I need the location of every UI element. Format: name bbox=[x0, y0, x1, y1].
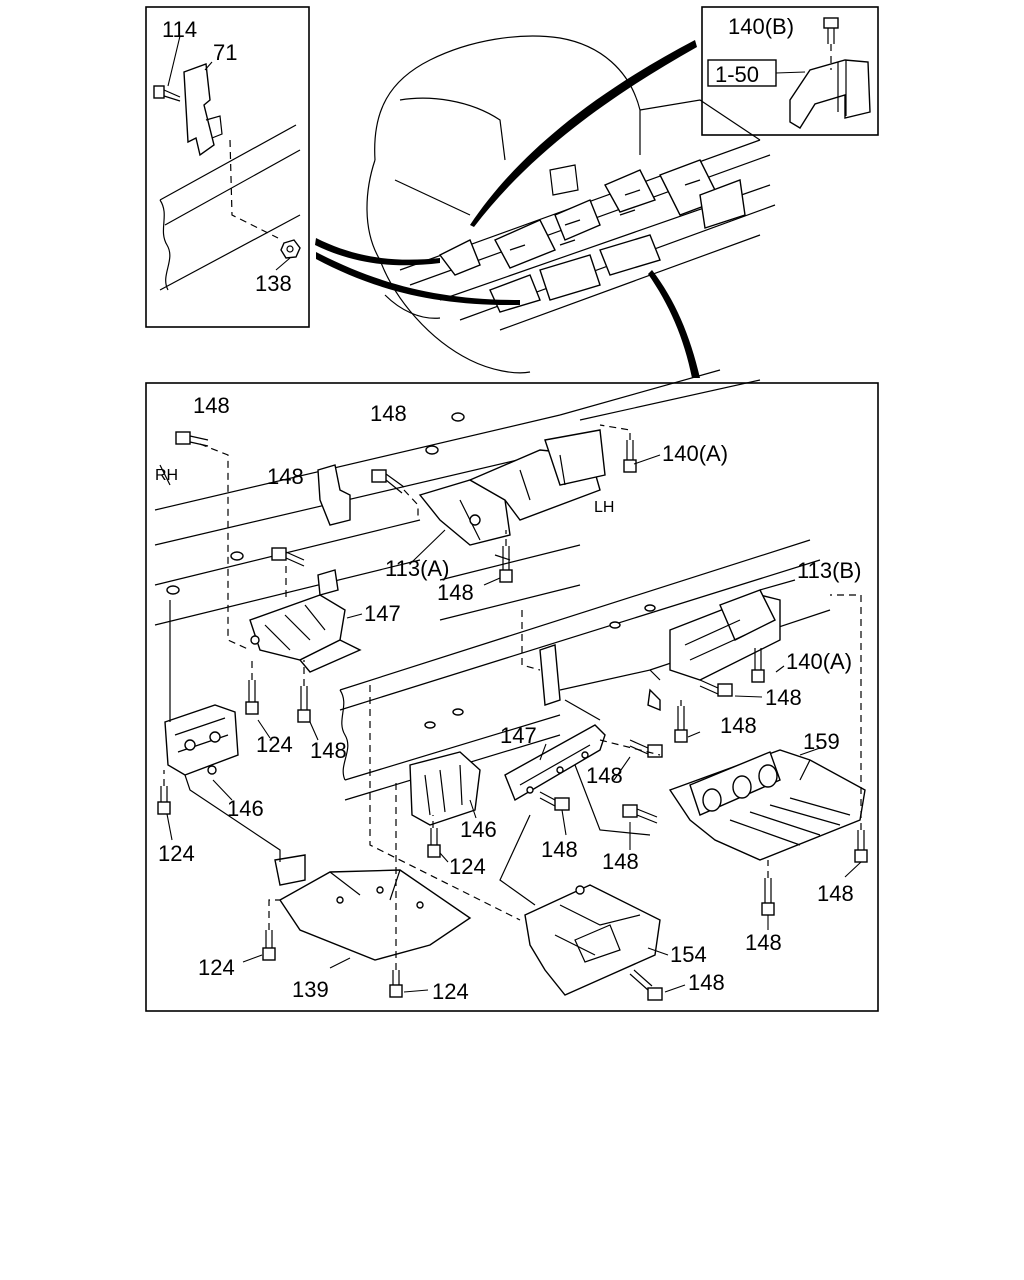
label-124: 124 bbox=[158, 841, 195, 866]
vehicle-overview bbox=[315, 35, 776, 378]
pointer-arc-2 bbox=[315, 238, 440, 266]
label-124: 124 bbox=[449, 854, 486, 879]
bracket-147-center bbox=[504, 644, 606, 802]
bolt-140b bbox=[823, 17, 839, 44]
label-148: 148 bbox=[688, 970, 725, 995]
bolt-148 bbox=[499, 546, 513, 583]
label-148: 148 bbox=[817, 881, 854, 906]
bolt-148 bbox=[371, 469, 405, 494]
label-114: 114 bbox=[162, 17, 197, 42]
label-148: 148 bbox=[437, 580, 474, 605]
frame-components bbox=[438, 159, 746, 313]
label-146: 146 bbox=[460, 817, 497, 842]
bracket-146-center bbox=[409, 751, 481, 826]
connector-lines bbox=[169, 554, 796, 906]
skid-plate-154 bbox=[524, 884, 661, 996]
label-139: 139 bbox=[292, 977, 329, 1002]
bolt-124 bbox=[245, 680, 259, 715]
label-147: 147 bbox=[500, 723, 537, 748]
bolt-148 bbox=[629, 739, 663, 758]
inset-detail-left: 114 71 138 bbox=[145, 6, 310, 328]
skid-plate-159 bbox=[668, 749, 866, 861]
inset-detail-right: 140(B) 1-50 bbox=[701, 6, 879, 136]
pointer-arc-1 bbox=[470, 40, 697, 227]
bolt-148 bbox=[297, 686, 311, 723]
label-148: 148 bbox=[765, 685, 802, 710]
rail-studs bbox=[166, 412, 656, 729]
bolt-114 bbox=[153, 85, 181, 102]
bolt-148 bbox=[622, 804, 658, 824]
bolt-124 bbox=[157, 786, 171, 815]
bolt-124 bbox=[389, 970, 403, 998]
bracket-113b bbox=[647, 589, 781, 712]
main-exploded-view: 148 148 148 140(A) RH LH 113(A) 148 147 … bbox=[145, 369, 879, 1012]
label-140a: 140(A) bbox=[662, 441, 728, 466]
label-147: 147 bbox=[364, 601, 401, 626]
label-148: 148 bbox=[370, 401, 407, 426]
label-124: 124 bbox=[256, 732, 293, 757]
label-148: 148 bbox=[193, 393, 230, 418]
label-146: 146 bbox=[227, 796, 264, 821]
bolt-140a bbox=[623, 440, 637, 473]
label-140b: 140(B) bbox=[728, 14, 794, 39]
label-140a: 140(A) bbox=[786, 649, 852, 674]
label-148: 148 bbox=[586, 763, 623, 788]
label-71: 71 bbox=[213, 40, 237, 65]
bolt-124 bbox=[262, 930, 276, 961]
reference-box bbox=[707, 59, 777, 87]
installation-lines bbox=[163, 424, 862, 970]
label-124: 124 bbox=[432, 979, 469, 1004]
bolt-140a bbox=[751, 648, 765, 683]
label-148: 148 bbox=[720, 713, 757, 738]
bolt-124 bbox=[427, 828, 441, 858]
bolts bbox=[157, 431, 868, 1001]
bolt-148 bbox=[699, 679, 733, 697]
label-154: 154 bbox=[670, 942, 707, 967]
label-159: 159 bbox=[803, 729, 840, 754]
bolt-148 bbox=[271, 547, 305, 567]
label-lh: LH bbox=[594, 499, 614, 516]
label-148: 148 bbox=[541, 837, 578, 862]
bracket-71 bbox=[183, 63, 215, 157]
bolt-148 bbox=[674, 706, 688, 743]
pointer-arc-4 bbox=[648, 270, 700, 378]
label-124: 124 bbox=[198, 955, 235, 980]
label-1-50: 1-50 bbox=[715, 62, 759, 87]
bolt-148 bbox=[539, 791, 570, 811]
skid-plate-139 bbox=[274, 854, 472, 961]
label-138: 138 bbox=[255, 271, 292, 296]
label-113a: 113(A) bbox=[385, 556, 449, 581]
nut-138 bbox=[280, 239, 301, 259]
leader-lines bbox=[166, 454, 862, 993]
bracket-113a bbox=[317, 429, 606, 546]
bolt-148 bbox=[629, 969, 663, 1001]
label-rh: RH bbox=[155, 467, 178, 484]
label-113b: 113(B) bbox=[797, 558, 861, 583]
label-148: 148 bbox=[745, 930, 782, 955]
label-148: 148 bbox=[310, 738, 347, 763]
label-148: 148 bbox=[602, 849, 639, 874]
bracket-147-left bbox=[249, 569, 362, 673]
label-148: 148 bbox=[267, 464, 304, 489]
bracket-146-left bbox=[164, 704, 239, 776]
pointer-arc-3 bbox=[316, 252, 520, 306]
